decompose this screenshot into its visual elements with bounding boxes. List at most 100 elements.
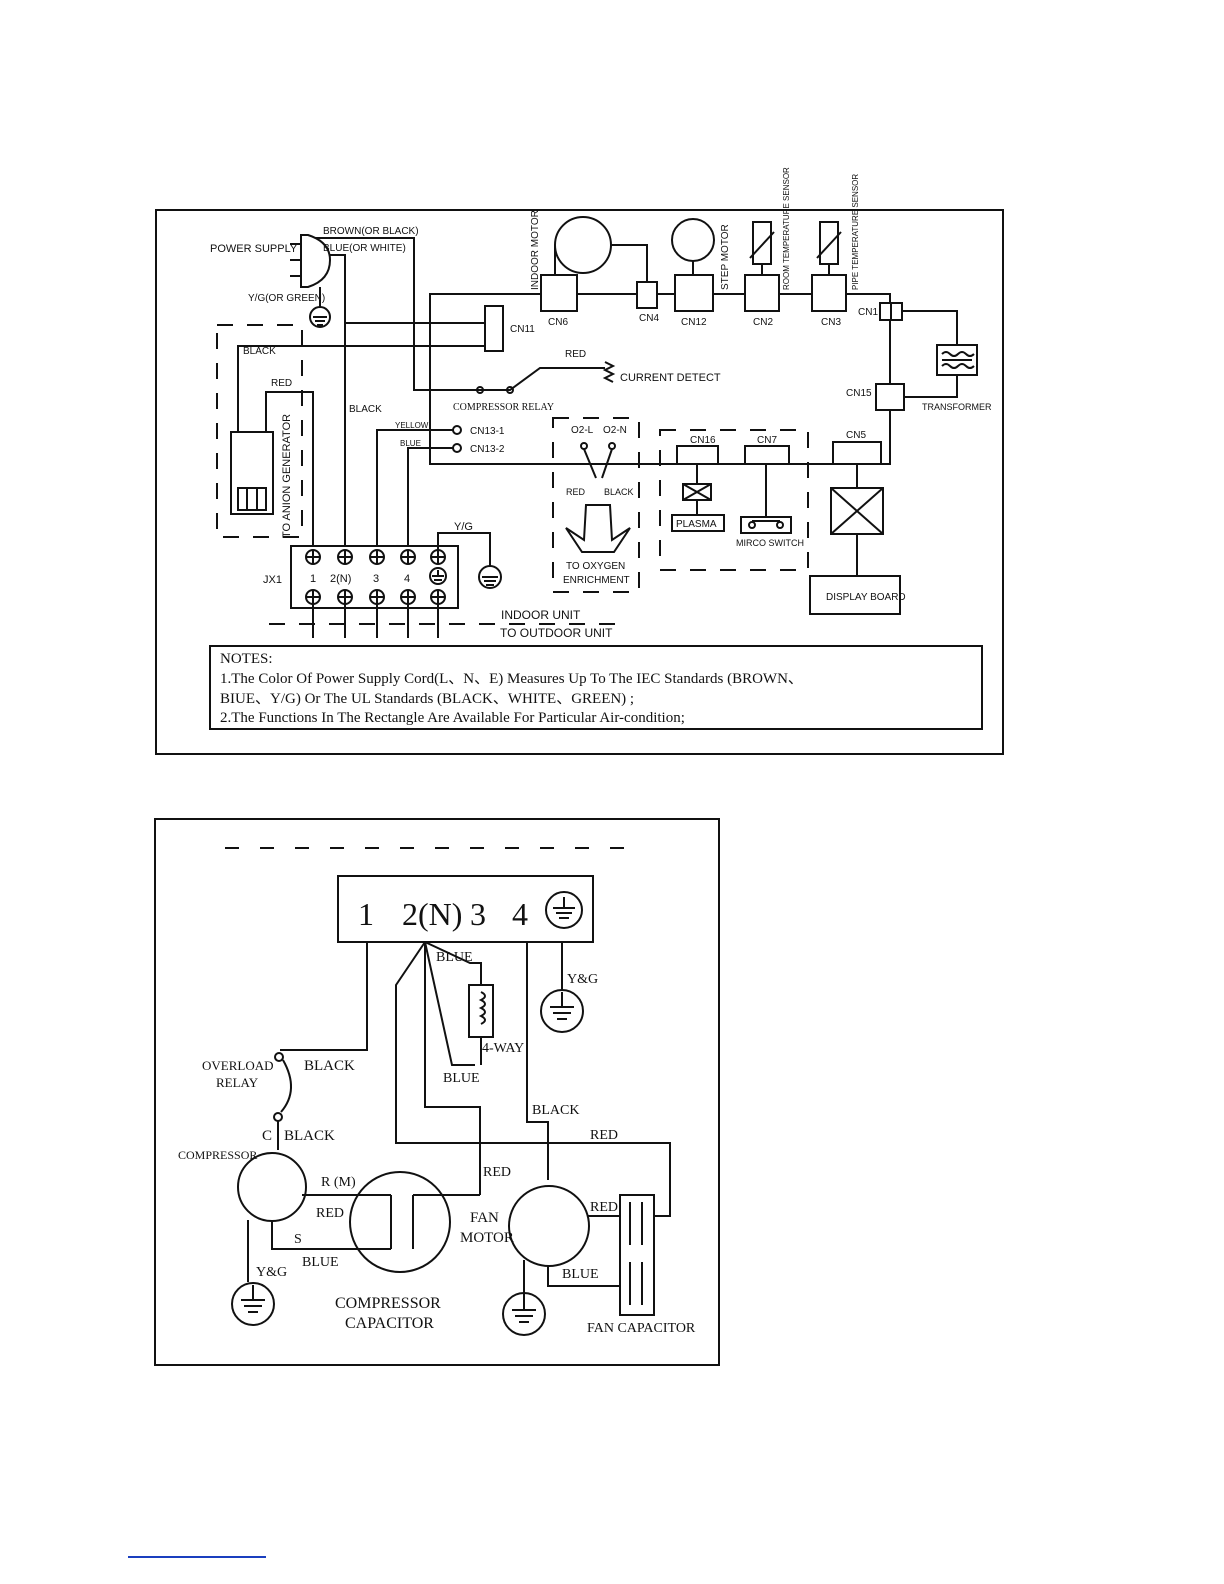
- note-2: 2.The Functions In The Rectangle Are Ava…: [220, 710, 685, 726]
- step-motor-label: STEP MOTOR: [720, 224, 731, 290]
- indoor-motor-label: INDOOR MOTOR: [530, 210, 541, 290]
- ground-icon-outdoor-top: [540, 989, 584, 1033]
- cn6-label: CN6: [548, 317, 568, 328]
- room-sensor-icon: [752, 221, 772, 265]
- blue-label: BLUE: [400, 439, 421, 448]
- comp-cap-label-2: CAPACITOR: [345, 1315, 434, 1332]
- blue-s-label: BLUE: [302, 1255, 339, 1270]
- current-detect-label: CURRENT DETECT: [620, 372, 721, 384]
- blue-mid-label: BLUE: [443, 1071, 480, 1086]
- red-fan-label: RED: [590, 1200, 618, 1215]
- black-label-1: BLACK: [243, 346, 276, 357]
- brown-wire: [315, 237, 480, 391]
- plasma-box: [671, 514, 725, 532]
- indoor-diagram-frame: [155, 209, 1004, 755]
- cn13-1-terminal: [452, 425, 462, 435]
- relay-contact-2: [506, 386, 514, 394]
- power-supply-label: POWER SUPPLY: [210, 243, 298, 255]
- footer-link-underline: [128, 1556, 266, 1558]
- o2-n-label: O2-N: [603, 425, 627, 436]
- cn15-label: CN15: [846, 388, 872, 399]
- blue-or-white-label: BLUE(OR WHITE): [323, 243, 406, 254]
- fan-label: FAN: [470, 1210, 499, 1226]
- red-r-label: RED: [316, 1206, 344, 1221]
- yg-comp-label: Y&G: [256, 1265, 287, 1280]
- cn4-label: CN4: [639, 313, 659, 324]
- cn11-label: CN11: [510, 324, 535, 335]
- room-sensor-label: ROOM TEMPERATURE SENSOR: [782, 167, 791, 290]
- compressor-capacitor-icon: [349, 1171, 451, 1273]
- outdoor-diagram-frame: [154, 818, 720, 1366]
- cn13-2-label: CN13-2: [470, 444, 505, 455]
- o2-l-label: O2-L: [571, 425, 594, 436]
- blue-wire: [330, 254, 485, 324]
- fan-capacitor-icon: [619, 1194, 655, 1316]
- plasma-optional-box: [659, 429, 809, 571]
- ground-icon-power: [309, 306, 331, 328]
- notes-box: [209, 645, 983, 730]
- fan-motor-icon: [508, 1185, 590, 1267]
- cn4-connector: [636, 281, 658, 309]
- cn3-connector: [811, 274, 847, 312]
- jx1-label: JX1: [263, 574, 282, 586]
- s-terminal-label: S: [294, 1232, 302, 1247]
- cn7-label: CN7: [757, 435, 777, 446]
- current-detect-coil-icon: [602, 361, 616, 383]
- micro-switch-label: MIRCO SWITCH: [736, 538, 804, 548]
- outdoor-terminal-block: [337, 875, 594, 943]
- four-way-label: 4-WAY: [482, 1041, 524, 1056]
- ground-icon-jx1: [478, 565, 502, 589]
- outdoor-terminal-3: 3: [470, 896, 486, 932]
- black-overload-label: BLACK: [304, 1058, 355, 1074]
- overload-relay-icon: [280, 1059, 292, 1113]
- red-current-label: RED: [565, 349, 586, 360]
- yg-top-label: Y&G: [567, 972, 598, 987]
- brown-or-black-label: BROWN(OR BLACK): [323, 226, 419, 237]
- cn2-connector: [744, 274, 780, 312]
- cn1-label: CN1: [858, 307, 878, 318]
- enrichment-label: ENRICHMENT: [563, 575, 630, 586]
- cn3-label: CN3: [821, 317, 841, 328]
- jx1-ground-terminal-icon: [429, 567, 447, 585]
- red-label-1: RED: [271, 378, 292, 389]
- motor-label: MOTOR: [460, 1230, 514, 1246]
- indoor-unit-label: INDOOR UNIT: [501, 608, 581, 622]
- cn2-label: CN2: [753, 317, 773, 328]
- yellow-label: YELLOW: [395, 421, 429, 430]
- outdoor-terminal-2n: 2(N): [402, 896, 462, 932]
- cn11-connector: [484, 305, 504, 352]
- cn13-1-label: CN13-1: [470, 426, 505, 437]
- red-top-label: RED: [590, 1128, 618, 1143]
- cn5-label: CN5: [846, 430, 866, 441]
- to-oxygen-label: TO OXYGEN: [566, 561, 625, 572]
- black-o2-label: BLACK: [604, 487, 634, 497]
- cn12-connector: [674, 274, 714, 312]
- black-label-2: BLACK: [349, 404, 382, 415]
- ground-icon-fan: [502, 1292, 546, 1336]
- cn12-label: CN12: [681, 317, 707, 328]
- compressor-icon: [237, 1152, 307, 1222]
- pipe-sensor-icon: [819, 221, 839, 265]
- jx1-terminal-3: 3: [373, 573, 379, 585]
- cn13-2-terminal: [452, 443, 462, 453]
- compressor-relay-label: COMPRESSOR RELAY: [453, 402, 554, 413]
- yg-or-green-label: Y/G(OR GREEN): [248, 293, 325, 304]
- compressor-label: COMPRESSOR: [178, 1148, 257, 1162]
- relay-label: RELAY: [216, 1075, 259, 1090]
- cn5-connector: [832, 441, 882, 465]
- cn16-connector: [676, 445, 719, 465]
- outdoor-terminal-4: 4: [512, 896, 528, 932]
- jx1-screws: [305, 549, 446, 605]
- red-cap-label: RED: [483, 1165, 511, 1180]
- black-c-label: BLACK: [284, 1128, 335, 1144]
- display-board-label: DISPLAY BOARD: [826, 592, 906, 603]
- indoor-motor-icon: [554, 216, 612, 274]
- note-1-line-2: BIUE、Y/G) Or The UL Standards (BLACK、WHI…: [220, 691, 634, 707]
- transformer-label: TRANSFORMER: [922, 402, 992, 412]
- blue-fan-label: BLUE: [562, 1267, 599, 1282]
- fan-capacitor-label: FAN CAPACITOR: [587, 1321, 696, 1336]
- relay-contact-1: [476, 386, 484, 394]
- c-terminal-label: C: [262, 1128, 272, 1144]
- anion-optional-box: [216, 324, 303, 538]
